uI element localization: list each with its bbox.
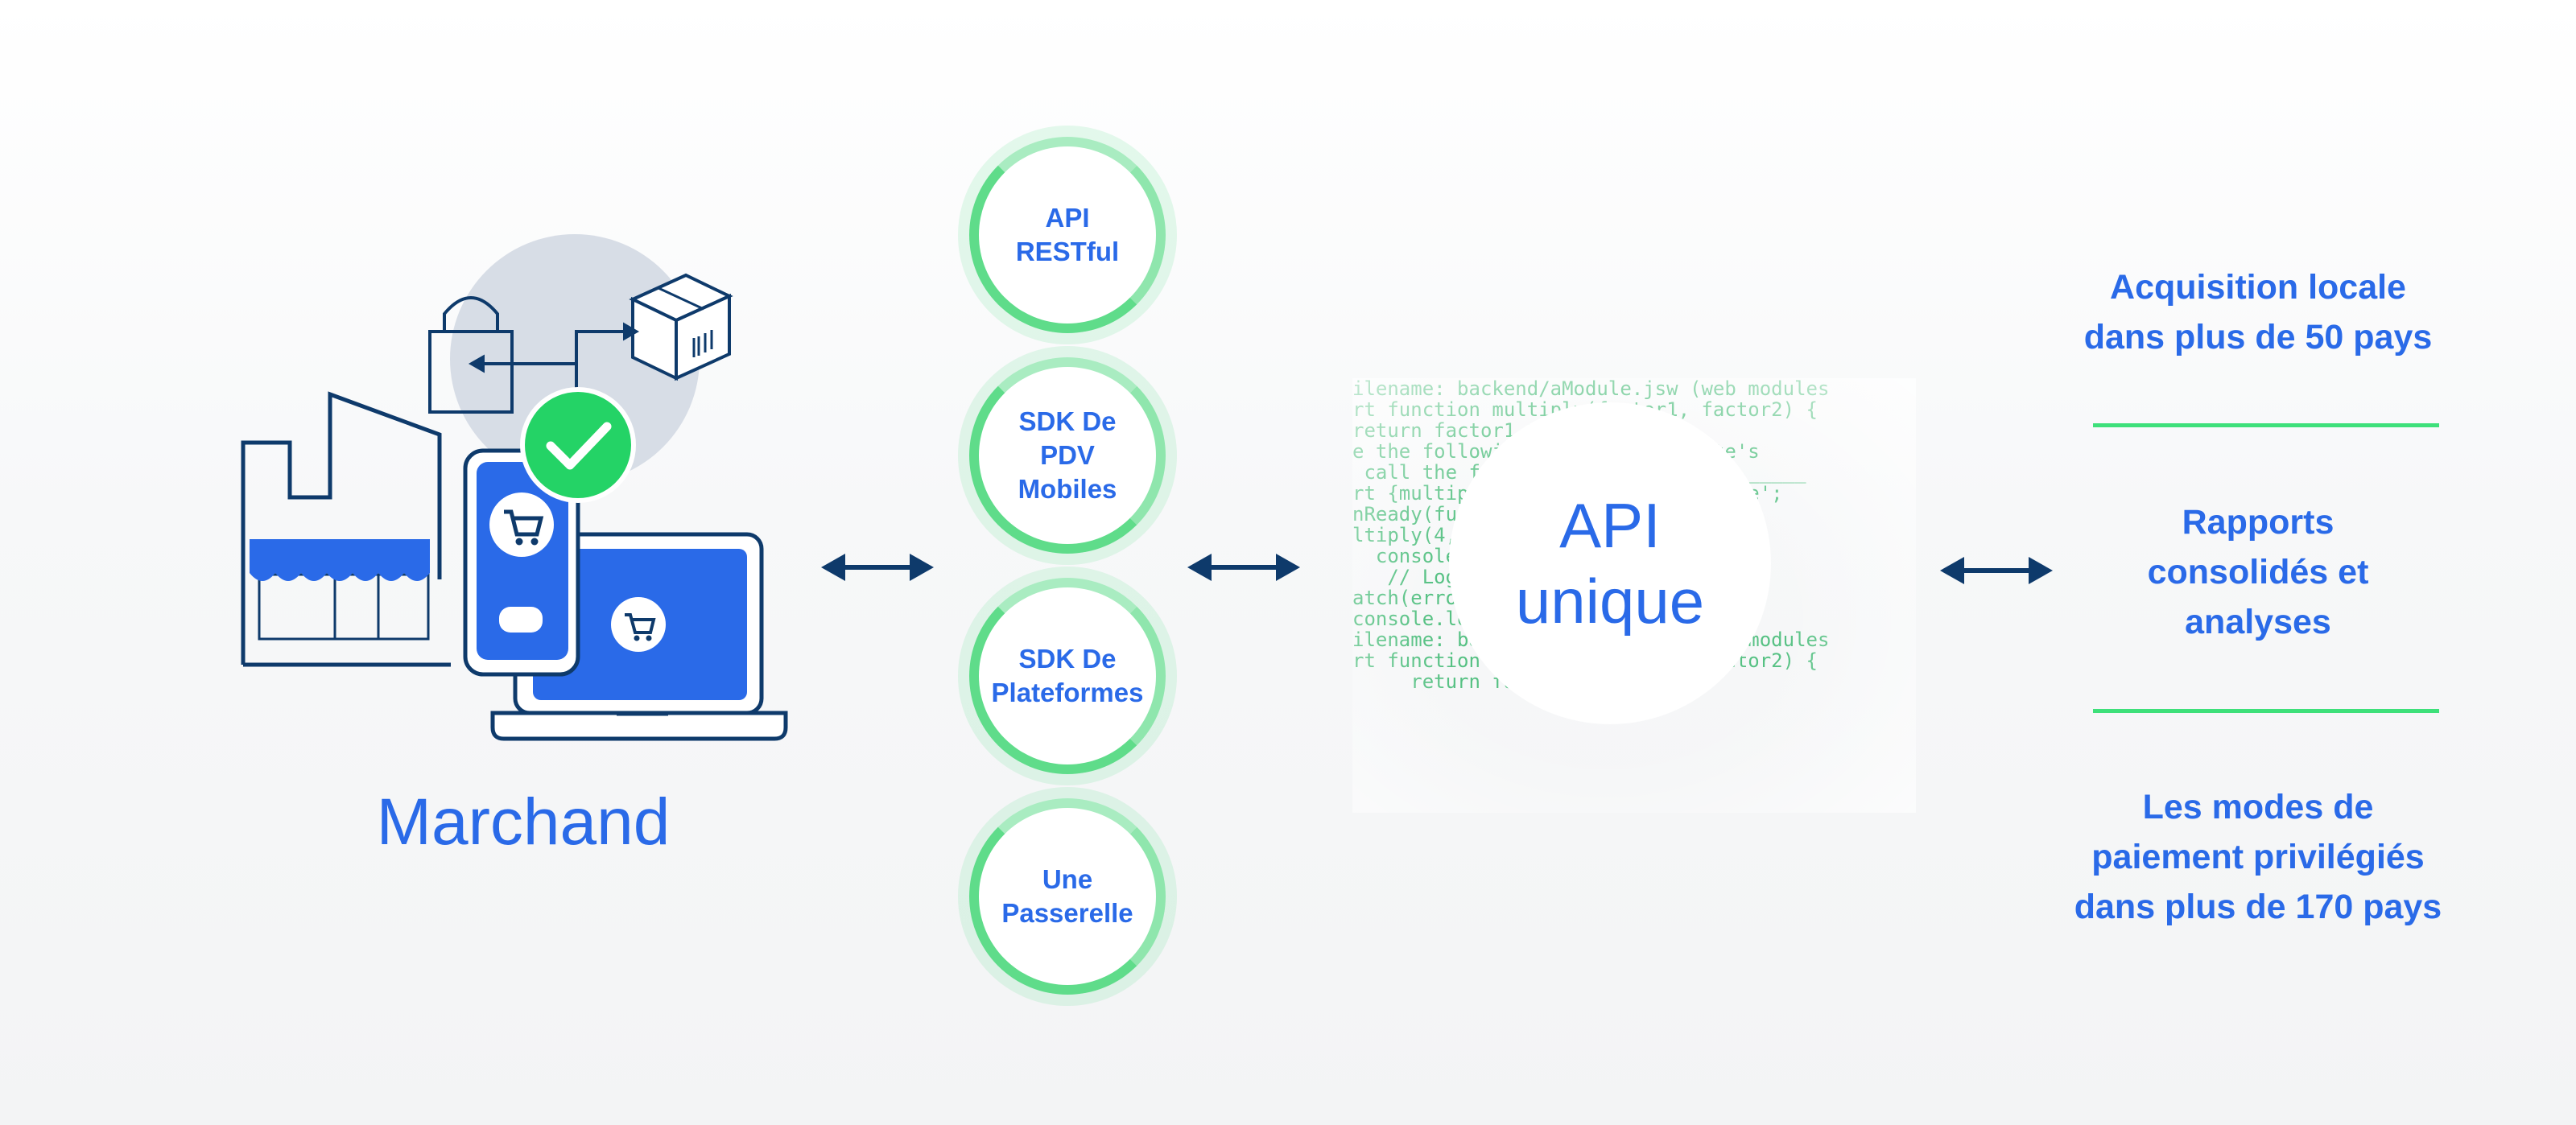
feature-payment-methods: Les modes de paiement privilégiés dans p…: [2074, 788, 2442, 926]
integration-gateway: Une Passerelle: [958, 787, 1177, 1006]
merchant-illustration: [241, 234, 788, 741]
integration-label: SDK De Plateformes: [991, 644, 1144, 707]
awning-icon: [250, 539, 430, 581]
feature-divider: [2093, 709, 2439, 713]
feature-local-acquiring: Acquisition locale dans plus de 50 pays: [2083, 268, 2433, 356]
double-arrow-icon: [821, 554, 934, 581]
shopping-bag-icon: [428, 296, 514, 414]
double-arrow-icon: [1940, 557, 2053, 584]
integration-platform-sdk: SDK De Plateformes: [958, 567, 1177, 785]
integration-label: API RESTful: [1015, 203, 1120, 266]
cart-icon: [489, 492, 554, 557]
integration-mobile-pos-sdk: SDK De PDV Mobiles: [958, 346, 1177, 565]
integration-label: Une Passerelle: [1001, 864, 1133, 928]
package-box-icon: [629, 273, 733, 381]
api-unique-circle: API unique: [1449, 402, 1771, 724]
feature-divider: [2093, 423, 2439, 427]
merchant-label: Marchand: [376, 785, 671, 859]
double-arrow-icon: [1187, 554, 1300, 581]
integration-restful-api: API RESTful: [958, 126, 1177, 344]
flow-connector: [468, 322, 640, 394]
storefront-icon: [241, 391, 451, 667]
cart-icon: [611, 597, 666, 652]
check-circle-icon: [520, 387, 636, 503]
code-line: ilename: backend/aModule.jsw (web module…: [1352, 378, 1830, 400]
integration-label: SDK De PDV Mobiles: [1018, 406, 1117, 504]
feature-reporting: Rapports consolidés et analyses: [2147, 503, 2369, 641]
api-unique-label: API unique: [1515, 490, 1705, 637]
